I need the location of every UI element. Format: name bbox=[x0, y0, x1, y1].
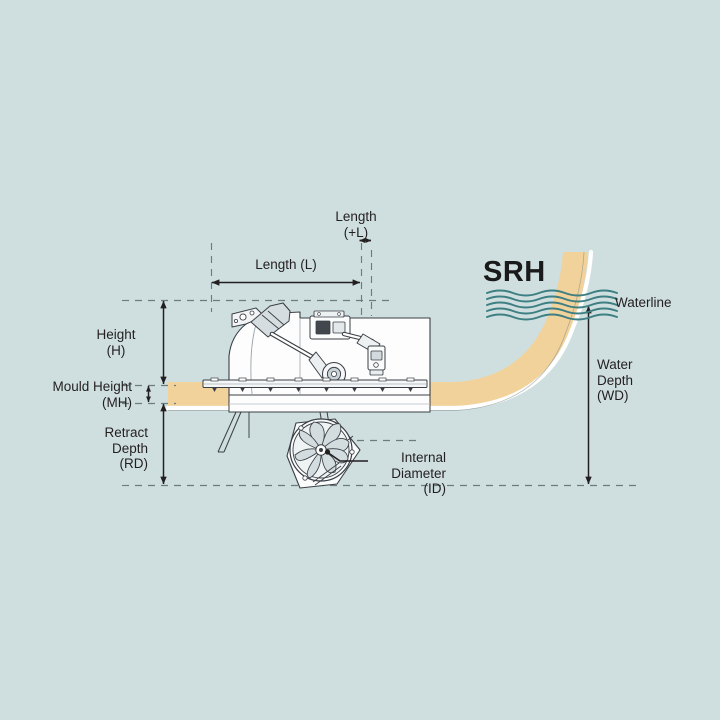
water-depth-label: Water Depth (WD) bbox=[597, 357, 634, 403]
retract-depth-label: Retract Depth (RD) bbox=[104, 425, 148, 471]
internal-diameter-label: Internal Diameter (ID) bbox=[391, 450, 446, 496]
dimension-arrows bbox=[146, 238, 592, 485]
length-label: Length (L) bbox=[255, 257, 317, 272]
mould-height-label: Mould Height (MH) bbox=[52, 379, 132, 410]
srh-logo-text: SRH bbox=[483, 256, 546, 288]
length-plus-label: Length (+L) bbox=[335, 209, 377, 240]
reference-lines-vertical bbox=[210, 243, 373, 316]
hull-band bbox=[168, 252, 588, 406]
reference-lines bbox=[122, 299, 640, 487]
internal-diameter-leader bbox=[324, 449, 368, 462]
hull-outline bbox=[165, 249, 594, 411]
waterline-label: Waterline bbox=[615, 295, 672, 310]
thruster-assembly bbox=[202, 302, 431, 453]
waterline-waves bbox=[486, 289, 618, 321]
height-label: Height (H) bbox=[96, 327, 136, 358]
